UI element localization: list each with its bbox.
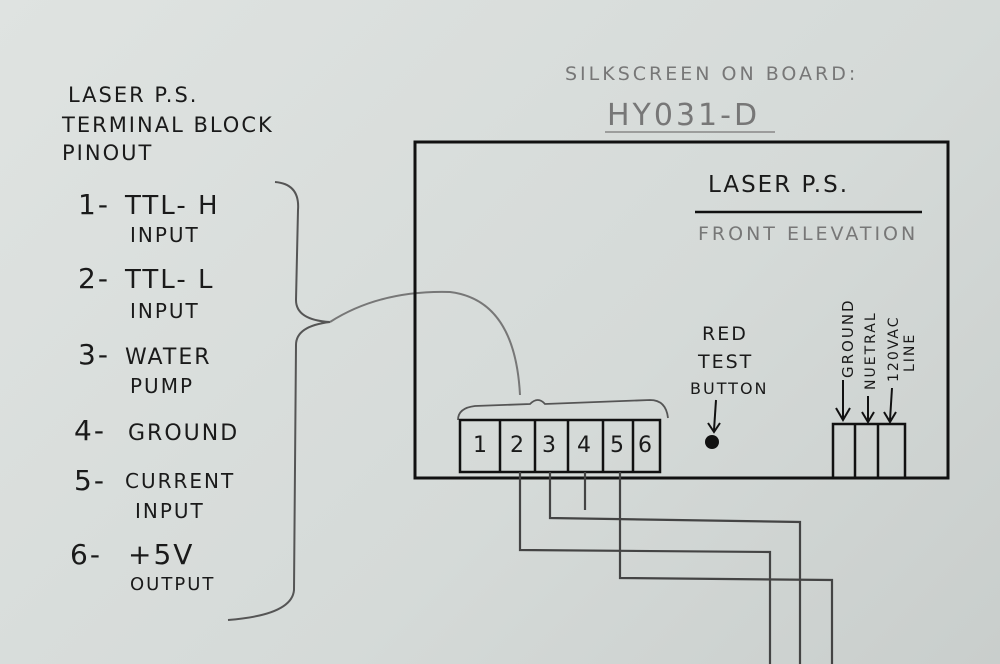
pinout-list: 1- TTL- H INPUT 2- TTL- L INPUT 3- WATER…	[70, 188, 239, 595]
terminal-6: 6	[638, 433, 654, 458]
power-terminal	[831, 422, 907, 480]
pin-sub: OUTPUT	[130, 574, 215, 595]
terminal-3: 3	[542, 433, 558, 458]
button-label: TEST	[697, 351, 753, 373]
pinout-title: LASER P.S. TERMINAL BLOCK PINOUT	[61, 83, 274, 165]
pin-sub: PUMP	[130, 374, 194, 398]
terminal-1: 1	[473, 433, 489, 458]
brace-connector	[329, 290, 521, 396]
pin-sub: INPUT	[130, 299, 200, 323]
neutral-label: NUETRAL	[863, 311, 879, 390]
silkscreen-label: SILKSCREEN ON BOARD:	[565, 63, 858, 85]
pin-sub: INPUT	[135, 499, 205, 523]
pin-number: 1-	[78, 188, 110, 221]
pin-number: 6-	[70, 538, 102, 571]
line-label-2: LINE	[902, 333, 918, 372]
arrow-icon	[883, 387, 897, 424]
pin-number: 2-	[78, 262, 110, 295]
arrow-icon	[835, 380, 851, 422]
pin-name: TTL- L	[124, 265, 214, 295]
power-supply-board	[413, 140, 950, 480]
ground-label: GROUND	[839, 298, 857, 378]
line-label: 120VAC	[886, 315, 902, 382]
pin-name: CURRENT	[125, 469, 235, 493]
pin-name: WATER	[125, 345, 212, 370]
title-line-3: PINOUT	[62, 141, 153, 165]
power-labels: GROUND NUETRAL 120VAC LINE	[835, 298, 918, 424]
silkscreen-value: HY031-D	[607, 98, 760, 133]
terminal-5: 5	[610, 433, 626, 458]
board-title: LASER P.S.	[708, 172, 849, 198]
terminal-4: 4	[577, 433, 593, 458]
terminal-brace	[457, 399, 669, 421]
pin-number: 4-	[74, 414, 106, 447]
title-line-2: TERMINAL BLOCK	[61, 113, 274, 137]
pin-number: 5-	[74, 464, 106, 497]
pin-name: GROUND	[128, 421, 239, 446]
pin-sub: INPUT	[130, 223, 200, 247]
arrow-icon	[861, 396, 875, 424]
button-label: RED	[702, 323, 748, 345]
terminal-block: 1 2 3 4 5 6	[458, 418, 662, 474]
button-arrow-icon	[713, 399, 717, 431]
button-label: BUTTON	[690, 379, 769, 398]
pin-number: 3-	[78, 338, 110, 371]
red-test-button	[705, 435, 719, 449]
board-subtitle: FRONT ELEVATION	[698, 223, 918, 245]
terminal-2: 2	[510, 433, 526, 458]
title-line-1: LASER P.S.	[68, 83, 199, 107]
wires	[518, 472, 834, 664]
pinout-brace	[227, 181, 331, 621]
pin-name: TTL- H	[124, 191, 220, 221]
pin-name: +5V	[128, 538, 194, 571]
